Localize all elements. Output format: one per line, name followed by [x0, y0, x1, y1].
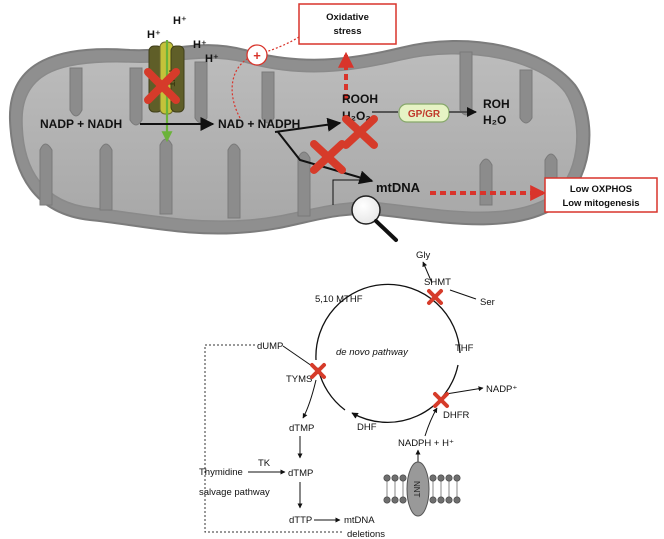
low-oxphos-box: Low OXPHOS Low mitogenesis: [544, 177, 658, 213]
dhfr-label: DHFR: [443, 410, 470, 421]
oxidative-stress-line1: Oxidative: [326, 12, 369, 23]
ser-to-shmt-arrow: [449, 289, 477, 300]
nnt-membrane-protein: [406, 461, 430, 517]
h-plus-1: H⁺: [147, 29, 161, 41]
roh-label: ROH: [483, 97, 510, 111]
nadp-nadh-label: NADP + NADH: [40, 117, 122, 131]
h-plus-4: H⁺: [205, 53, 219, 65]
shmt-label: SHMT: [424, 277, 451, 288]
mthf-label: 5,10 MTHF: [315, 294, 363, 305]
cross-icon-dhfr: [433, 392, 449, 408]
salvage-label: salvage pathway: [199, 487, 270, 498]
cross-icon-h2o2: [342, 115, 378, 149]
nnt-membrane-label: NNT: [412, 481, 421, 498]
cycle-arc-upper: [315, 283, 461, 361]
dump-deletions-dotted-link: [204, 344, 342, 533]
pathway-rest: pathway: [370, 347, 409, 358]
nadp-plus-label: NADP⁺: [486, 384, 517, 395]
cross-icon-shmt: [427, 289, 443, 305]
h2o-label: H₂O: [483, 113, 506, 127]
dhfr-to-nadp-arrow: [445, 386, 484, 395]
pathway-italic: de novo: [336, 347, 370, 358]
tk-label: TK: [258, 458, 271, 469]
gpgr-enzyme: GP/GR: [398, 103, 450, 123]
oxidative-stress-box: Oxidative stress: [298, 3, 397, 45]
h-plus-3: H⁺: [193, 39, 207, 51]
dtmp-2-label: dTMP: [288, 468, 313, 479]
cross-icon-mtdna: [310, 140, 346, 174]
cross-icon-tyms: [310, 363, 326, 379]
tyms-to-dtmp-arrow: [302, 379, 317, 419]
thymidine-label: Thymidine: [199, 467, 243, 478]
dump-label: dUMP: [257, 341, 283, 352]
pathway-label: de novo pathway: [336, 347, 409, 358]
gpgr-label: GP/GR: [408, 109, 441, 120]
mtdna-deletions-label: mtDNA: [344, 515, 375, 526]
ser-label: Ser: [480, 297, 495, 308]
nadph-to-h2o2-arrow: [274, 117, 342, 133]
positive-sign: +: [253, 48, 261, 63]
cycle-arc-lower: [351, 364, 459, 423]
h-plus-2: H⁺: [173, 15, 187, 27]
dtmp-1-label: dTMP: [289, 423, 314, 434]
cross-icon-nnt: [144, 68, 180, 104]
positive-effect-circle: +: [246, 44, 268, 66]
rooh-label: ROOH: [342, 92, 378, 106]
oxidative-stress-line2: stress: [334, 26, 362, 37]
deletions-label: deletions: [347, 529, 385, 539]
gly-label: Gly: [416, 250, 431, 261]
dump-to-tyms-arrow: [282, 345, 313, 367]
nadph-to-dhfr-arrow: [424, 407, 438, 437]
membrane-bilayer: NNT: [383, 461, 461, 517]
thf-label: THF: [455, 343, 474, 354]
mtdna-bracket: [332, 179, 372, 205]
nadph-to-mtdna-arrow: [277, 131, 374, 185]
dttp-label: dTTP: [289, 515, 312, 526]
nadph-h-label: NADPH + H⁺: [398, 438, 454, 449]
dhf-label: DHF: [357, 422, 377, 433]
mitochondrion: [8, 39, 591, 235]
shmt-to-gly-arrow: [422, 261, 433, 284]
magnifier-icon: [351, 195, 398, 242]
nad-nadph-label: NAD + NADPH: [218, 117, 300, 131]
tyms-label: TYMS: [286, 374, 312, 385]
mtdna-label: mtDNA: [376, 180, 421, 195]
low-oxphos-line2: Low mitogenesis: [562, 198, 639, 209]
low-oxphos-line1: Low OXPHOS: [570, 184, 632, 195]
